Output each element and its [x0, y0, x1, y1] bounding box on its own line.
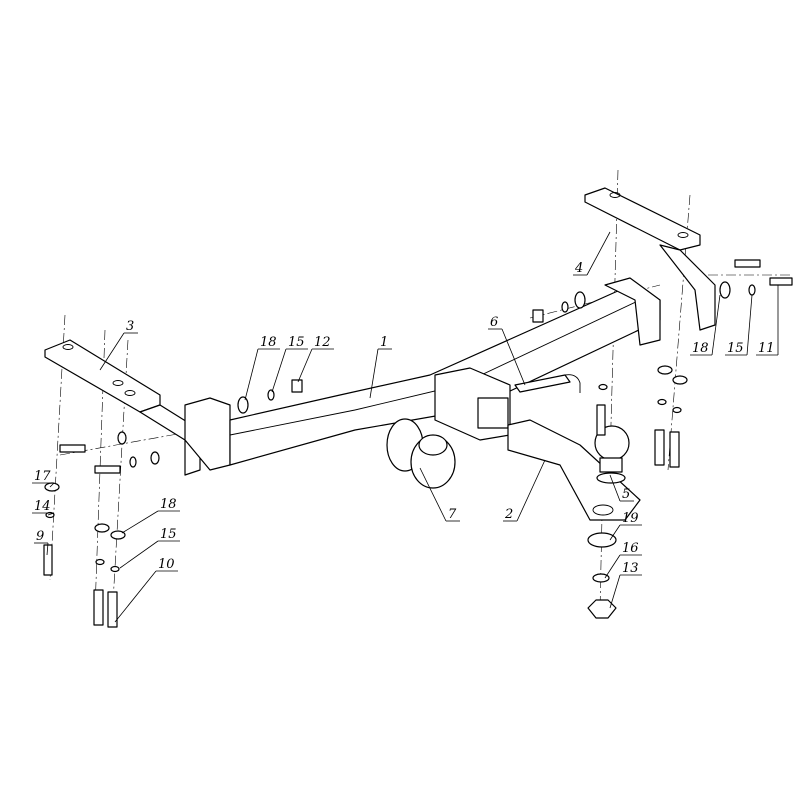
callout-2: 2	[503, 459, 546, 522]
callout-18: 18	[690, 294, 721, 356]
callout-18: 18	[244, 335, 280, 401]
callout-16: 16	[604, 541, 642, 579]
callout-number: 1	[380, 335, 388, 350]
callout-6: 6	[488, 315, 526, 386]
callout-leader-line	[297, 348, 313, 383]
callout-leader-line	[244, 348, 259, 401]
receiver-and-drawbar	[434, 367, 641, 521]
callout-17: 17	[32, 469, 55, 488]
callout-number: 3	[126, 319, 134, 334]
callout-leader-line	[114, 570, 157, 623]
callout-number: 4	[574, 261, 583, 276]
callout-4: 4	[573, 231, 611, 276]
electrical-socket	[386, 418, 456, 489]
callout-number: 19	[622, 511, 639, 526]
callout-leader-line	[711, 294, 721, 356]
callout-number: 13	[622, 561, 639, 576]
callout-15: 15	[271, 335, 308, 393]
callout-number: 15	[160, 527, 177, 542]
callout-number: 12	[314, 335, 331, 350]
callout-18: 18	[121, 497, 180, 534]
callout-leader-line	[369, 348, 379, 399]
callout-10: 10	[114, 557, 178, 623]
callout-13: 13	[609, 561, 642, 609]
callout-number: 15	[727, 341, 744, 356]
fasteners	[43, 259, 793, 628]
callout-leader-line	[516, 459, 546, 522]
callout-number: 17	[34, 469, 51, 484]
callout-number: 6	[490, 315, 498, 330]
left-mounting-bracket	[44, 339, 201, 476]
callout-number: 16	[622, 541, 639, 556]
callout-1: 1	[369, 335, 392, 399]
callout-leader-line	[604, 554, 621, 579]
callout-leader-line	[46, 542, 49, 556]
callout-leader-line	[609, 524, 621, 541]
callout-leader-line	[609, 474, 621, 502]
callout-leader-line	[49, 482, 55, 488]
callout-14: 14	[32, 499, 55, 516]
callout-leader-line	[271, 348, 287, 393]
callout-11: 11	[756, 285, 779, 356]
callout-leader-line	[419, 467, 447, 522]
right-mounting-bracket	[584, 187, 716, 331]
callout-number: 11	[758, 341, 775, 356]
callout-number: 10	[158, 557, 175, 572]
callout-number: 5	[622, 487, 630, 502]
callout-number: 14	[34, 499, 51, 514]
callout-leader-line	[121, 510, 159, 534]
callout-15: 15	[119, 527, 180, 569]
callout-12: 12	[297, 335, 334, 383]
callout-number: 18	[160, 497, 177, 512]
callout-leader-line	[746, 294, 753, 356]
callout-leader-line	[586, 231, 611, 276]
callout-leader-line	[47, 512, 55, 516]
callout-number: 15	[288, 335, 305, 350]
callout-3: 3	[99, 319, 138, 371]
callout-7: 7	[419, 467, 460, 522]
hitch-pin	[514, 374, 581, 393]
callout-leader-line	[609, 574, 621, 609]
callout-19: 19	[609, 511, 642, 541]
callout-number: 7	[448, 507, 457, 522]
callout-number: 2	[504, 507, 513, 522]
callout-9: 9	[34, 529, 49, 556]
callout-number: 18	[260, 335, 277, 350]
callout-number: 9	[36, 529, 44, 544]
callout-5: 5	[609, 474, 634, 502]
callout-15: 15	[725, 294, 753, 356]
callout-leader-line	[119, 540, 159, 569]
callout-leader-line	[501, 328, 526, 386]
callout-number: 18	[692, 341, 709, 356]
callout-leader-line	[99, 332, 125, 371]
